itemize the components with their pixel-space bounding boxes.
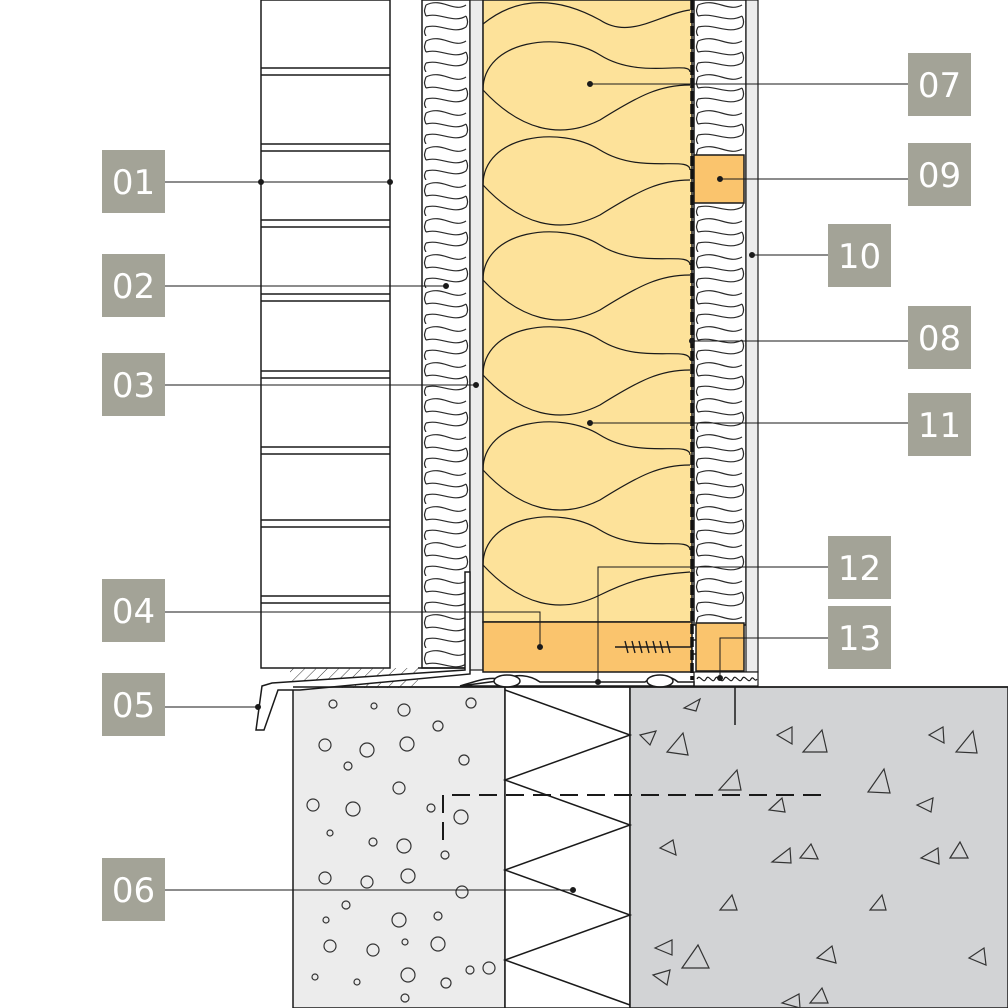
outer-insulation-layer (421, 0, 471, 669)
callout-tag-03: 03 (102, 353, 165, 416)
cavity-insulation-pattern (482, 1, 691, 606)
concrete-aggregate-triangles (638, 697, 987, 1008)
callout-tag-04: 04 (102, 579, 165, 642)
concrete-aggregate-circles (306, 697, 496, 1003)
cavity-insulation (482, 0, 693, 623)
floor-edge-strip (693, 671, 759, 687)
callout-label-08: 08 (918, 319, 961, 359)
callout-tag-09: 09 (908, 143, 971, 206)
callout-tag-08: 08 (908, 306, 971, 369)
callout-tag-13: 13 (828, 606, 891, 669)
brick-cladding (260, 0, 391, 669)
callout-label-04: 04 (112, 592, 155, 632)
callout-label-02: 02 (112, 267, 155, 307)
callout-label-12: 12 (838, 549, 881, 589)
callout-label-03: 03 (112, 366, 155, 406)
callout-tag-06: 06 (102, 858, 165, 921)
foundation-insulation-zigzag (502, 689, 633, 1006)
callout-label-11: 11 (918, 406, 961, 446)
callout-tag-10: 10 (828, 224, 891, 287)
callout-tag-02: 02 (102, 254, 165, 317)
callout-tag-07: 07 (908, 53, 971, 116)
callout-label-05: 05 (112, 686, 155, 726)
callout-tag-05: 05 (102, 673, 165, 736)
foundation (292, 686, 1008, 1008)
interior-board (745, 0, 759, 673)
callout-label-09: 09 (918, 156, 961, 196)
concrete-light-block (292, 686, 506, 1008)
cladding-joints (261, 67, 390, 604)
leader-lines (165, 81, 908, 893)
base-flashing (255, 571, 1008, 731)
callout-label-13: 13 (838, 619, 881, 659)
concrete-slab-block (629, 686, 1008, 1008)
callout-label-07: 07 (918, 66, 961, 106)
callout-tag-01: 01 (102, 150, 165, 213)
callout-label-10: 10 (838, 237, 881, 277)
reinforcement-dashed-line (442, 794, 830, 840)
callout-tag-11: 11 (908, 393, 971, 456)
inner-insulation-layer (693, 0, 747, 626)
sheathing-board (469, 0, 484, 671)
callout-label-01: 01 (112, 163, 155, 203)
cladding-panel (260, 0, 391, 669)
callout-tag-12: 12 (828, 536, 891, 599)
callout-label-06: 06 (112, 871, 155, 911)
